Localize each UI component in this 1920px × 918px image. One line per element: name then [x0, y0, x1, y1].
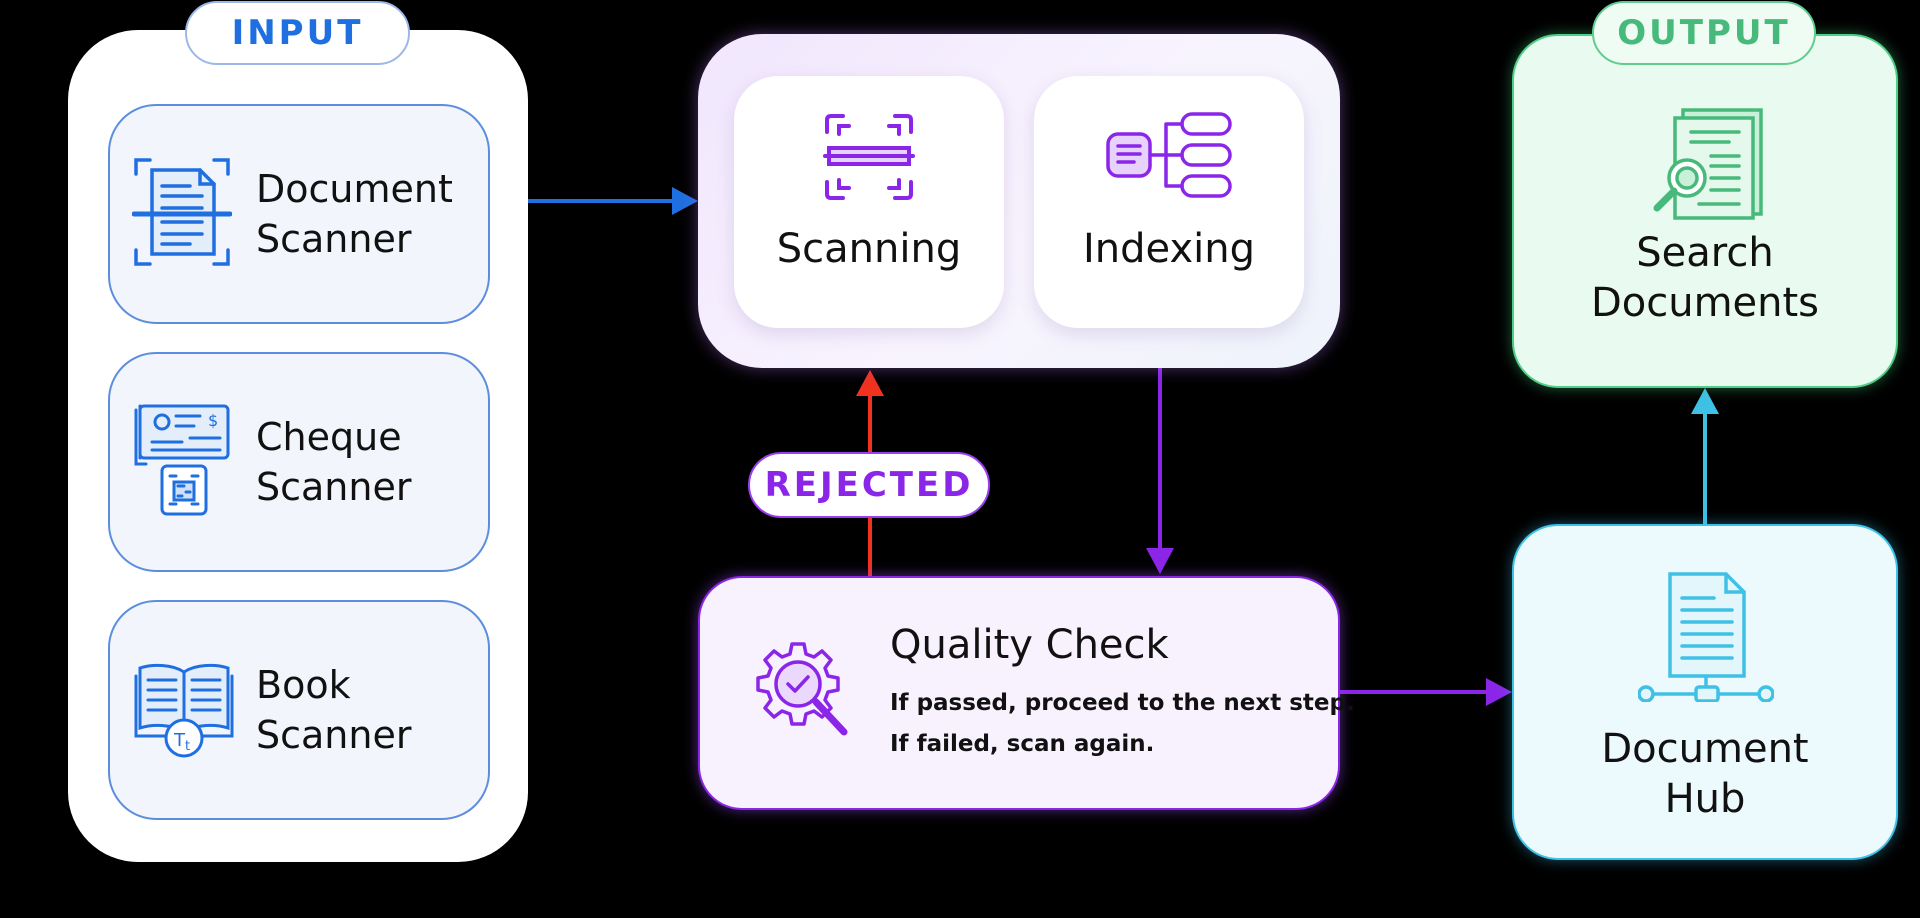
- output-tag: OUTPUT: [1592, 1, 1816, 65]
- cheque-scanner-label-1: Cheque: [256, 415, 402, 459]
- document-scanner-icon: [131, 156, 233, 272]
- quality-check-title: Quality Check: [890, 622, 1169, 668]
- search-documents-label-2: Documents: [1590, 280, 1820, 326]
- quality-check-fail-text: If failed, scan again.: [890, 731, 1155, 757]
- indexing-card[interactable]: Indexing: [1034, 76, 1304, 328]
- svg-text:T: T: [173, 730, 186, 751]
- cheque-scanner-icon: $: [132, 402, 232, 522]
- scanning-card[interactable]: Scanning: [734, 76, 1004, 328]
- search-documents-icon: [1649, 108, 1765, 224]
- document-scanner-card[interactable]: Document Scanner: [108, 104, 490, 324]
- quality-to-hub-arrowhead: [1486, 678, 1512, 706]
- scanning-label: Scanning: [776, 226, 962, 272]
- index-tree-icon: [1104, 112, 1234, 202]
- input-to-process-arrowhead: [672, 187, 698, 215]
- document-hub-label-2: Hub: [1664, 776, 1746, 822]
- book-scanner-icon: T t: [132, 658, 236, 762]
- document-scanner-label-1: Document: [256, 167, 453, 211]
- cheque-scanner-card[interactable]: $ Cheque Scanner: [108, 352, 490, 572]
- book-scanner-label-2: Scanner: [256, 713, 412, 757]
- book-scanner-card[interactable]: T t Book Scanner: [108, 600, 490, 820]
- search-documents-card[interactable]: [1512, 34, 1898, 388]
- process-to-quality-arrowhead: [1146, 548, 1174, 574]
- input-tag: INPUT: [185, 1, 410, 65]
- document-hub-icon: [1637, 572, 1775, 706]
- search-documents-label-1: Search: [1636, 230, 1774, 276]
- quality-check-pass-text: If passed, proceed to the next step.: [890, 690, 1355, 716]
- hub-to-search-arrowhead: [1691, 388, 1719, 414]
- book-scanner-label-1: Book: [256, 663, 351, 707]
- document-scanner-label-2: Scanner: [256, 217, 412, 261]
- scan-icon: [823, 112, 915, 206]
- indexing-label: Indexing: [1083, 226, 1255, 272]
- quality-check-card[interactable]: [698, 576, 1340, 810]
- document-hub-card[interactable]: [1512, 524, 1898, 860]
- svg-text:t: t: [185, 739, 190, 754]
- rejected-tag: REJECTED: [748, 452, 990, 518]
- rejected-arrowhead: [856, 370, 884, 396]
- document-hub-label-1: Document: [1601, 726, 1809, 772]
- cheque-scanner-label-2: Scanner: [256, 465, 412, 509]
- svg-text:$: $: [208, 411, 218, 430]
- gear-check-icon: [748, 640, 852, 748]
